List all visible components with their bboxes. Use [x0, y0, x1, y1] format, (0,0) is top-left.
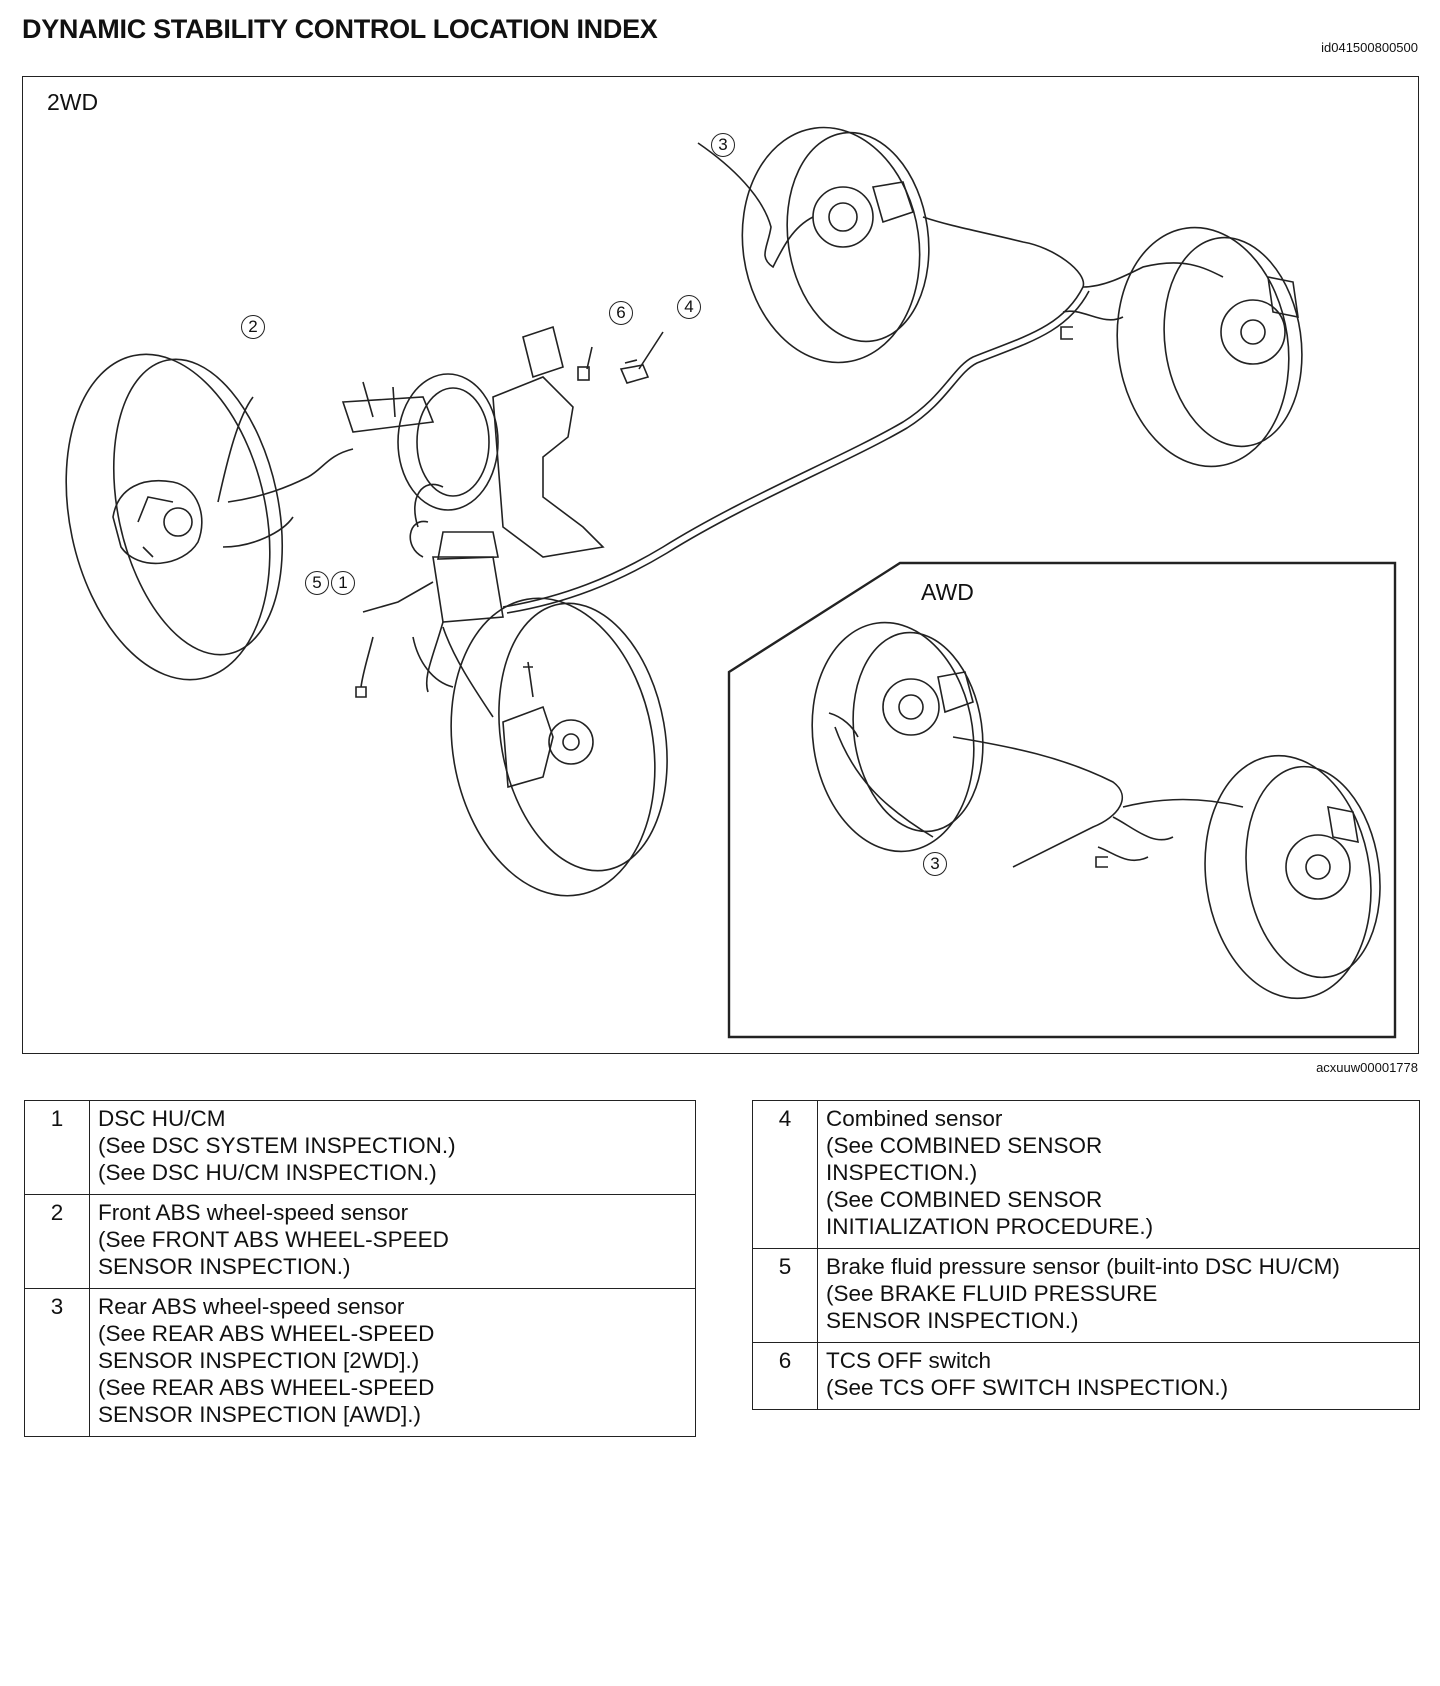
description-line: TCS OFF switch: [826, 1348, 992, 1373]
index-number: 4: [752, 1100, 818, 1249]
description-line: Combined sensor: [826, 1106, 1003, 1131]
callout-5-pressure-sensor: 5: [305, 571, 329, 595]
description-line: (See DSC HU/CM INSPECTION.): [98, 1160, 437, 1185]
index-row: 5 Brake fluid pressure sensor (built-into…: [752, 1248, 1420, 1343]
rear-left-wheel: [741, 126, 930, 364]
tcs-off-switch-part: [577, 366, 590, 381]
brake-booster: [341, 325, 605, 558]
rear-sensor-lead: [697, 142, 814, 269]
description-line: INSPECTION.): [826, 1160, 978, 1185]
index-number: 5: [752, 1248, 818, 1343]
label-2wd: 2WD: [47, 89, 99, 115]
callout-6-tcs-switch: 6: [609, 301, 633, 325]
callout-3-rear-sensor: 3: [711, 133, 735, 157]
description-line: SENSOR INSPECTION.): [98, 1254, 351, 1279]
description-line: DSC HU/CM: [98, 1106, 226, 1131]
callout-4-combined-sensor: 4: [677, 295, 701, 319]
description-line: (See FRONT ABS WHEEL-SPEED: [98, 1227, 449, 1252]
index-description: Front ABS wheel-speed sensor(See FRONT A…: [89, 1194, 696, 1289]
awd-inset-frame: [727, 561, 1397, 1039]
leader-5-1: [362, 581, 434, 613]
index-number: 3: [24, 1288, 90, 1437]
front-right-wheel: [450, 597, 668, 897]
document-id: id041500800500: [1321, 40, 1418, 55]
location-diagram: 2WD AWD 3 2 6 4 5 1 3: [22, 76, 1419, 1054]
index-description: DSC HU/CM(See DSC SYSTEM INSPECTION.)(Se…: [89, 1100, 696, 1195]
description-line: (See TCS OFF SWITCH INSPECTION.): [826, 1375, 1229, 1400]
rear-right-wheel: [1116, 226, 1303, 468]
description-line: Brake fluid pressure sensor (built-into …: [826, 1254, 1340, 1279]
description-line: Rear ABS wheel-speed sensor: [98, 1294, 405, 1319]
diagram-illustration: [65, 126, 1397, 1039]
rear-brake-line: [502, 216, 1085, 608]
combined-sensor-part: [619, 359, 650, 384]
awd-rear-sensor-lead: [834, 726, 934, 838]
callout-1-dsc-hu-cm: 1: [331, 571, 355, 595]
dsc-hu-cm-unit: [409, 483, 504, 693]
index-description: Rear ABS wheel-speed sensor(See REAR ABS…: [89, 1288, 696, 1437]
description-line: (See COMBINED SENSOR: [826, 1133, 1103, 1158]
index-number: 6: [752, 1342, 818, 1410]
front-left-wheel: [65, 353, 284, 681]
description-line: SENSOR INSPECTION.): [826, 1308, 1079, 1333]
awd-rear-right-wheel: [1204, 754, 1381, 1000]
description-line: SENSOR INSPECTION [AWD].): [98, 1402, 421, 1427]
label-awd: AWD: [921, 579, 974, 605]
description-line: (See REAR ABS WHEEL-SPEED: [98, 1375, 435, 1400]
page-title: DYNAMIC STABILITY CONTROL LOCATION INDEX: [22, 14, 658, 44]
awd-rear-left-wheel: [811, 621, 984, 853]
description-line: (See BRAKE FLUID PRESSURE: [826, 1281, 1158, 1306]
index-number: 1: [24, 1100, 90, 1195]
callout-3-awd-rear-sensor: 3: [923, 852, 947, 876]
description-line: INITIALIZATION PROCEDURE.): [826, 1214, 1154, 1239]
description-line: SENSOR INSPECTION [2WD].): [98, 1348, 420, 1373]
description-line: (See REAR ABS WHEEL-SPEED: [98, 1321, 435, 1346]
front-sensor-lead: [217, 396, 254, 503]
description-line: (See DSC SYSTEM INSPECTION.): [98, 1133, 456, 1158]
figure-id: acxuuw00001778: [1316, 1060, 1418, 1075]
index-description: TCS OFF switch(See TCS OFF SWITCH INSPEC…: [817, 1342, 1420, 1410]
description-line: Front ABS wheel-speed sensor: [98, 1200, 409, 1225]
index-number: 2: [24, 1194, 90, 1289]
callout-2-front-sensor: 2: [241, 315, 265, 339]
index-description: Brake fluid pressure sensor (built-into …: [817, 1248, 1420, 1343]
description-line: (See COMBINED SENSOR: [826, 1187, 1103, 1212]
